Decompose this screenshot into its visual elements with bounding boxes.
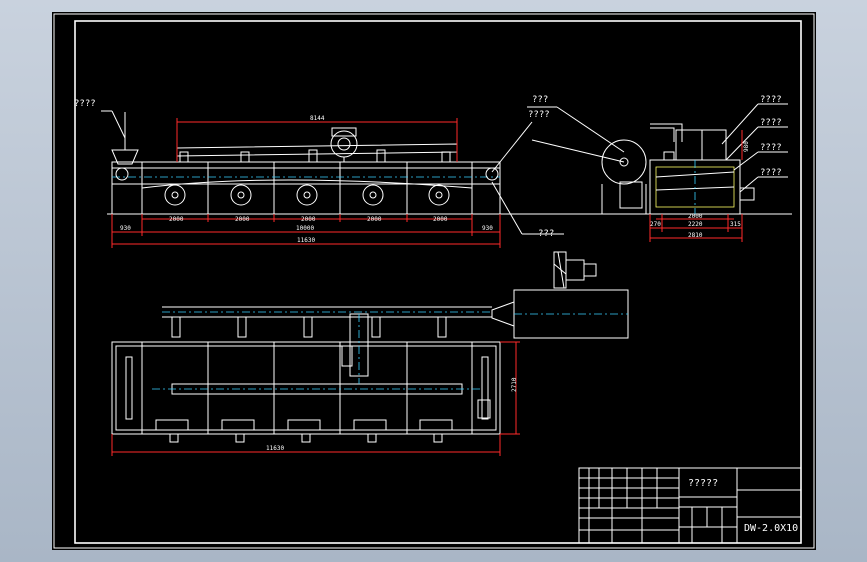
cad-viewport[interactable]: 8144 2000 2000 2000 2000 2000 930 930 10… <box>52 12 816 550</box>
label-feed: ???? <box>74 99 96 109</box>
dim-plan-height: 2710 <box>511 377 518 392</box>
dim-side-right: 315 <box>730 221 741 228</box>
dim-overall-bottom: 11630 <box>266 445 284 452</box>
label-chain: ???? <box>528 110 550 120</box>
dim-side-overall: 2810 <box>688 232 703 239</box>
dim-center: 10000 <box>296 225 314 232</box>
dim-seg-4: 2000 <box>367 216 382 223</box>
dim-front-segments: 2000 2000 2000 2000 2000 930 930 10000 1… <box>111 214 501 248</box>
dim-seg-3: 2000 <box>301 216 316 223</box>
outer-border <box>53 13 815 549</box>
label-heater: ???? <box>760 168 782 178</box>
dim-side-inner: 2000 <box>688 213 703 220</box>
drive-pulley <box>491 106 647 214</box>
dim-left-end: 930 <box>120 225 131 232</box>
side-view <box>649 103 788 215</box>
dim-plan: 2710 11630 <box>111 341 520 456</box>
title-name: ????? <box>688 478 718 489</box>
dim-overall-top: 11630 <box>297 237 315 244</box>
dim-right-end: 930 <box>482 225 493 232</box>
dim-seg-1: 2000 <box>169 216 184 223</box>
dim-top-span: 8144 <box>176 115 458 162</box>
label-fan: ???? <box>760 95 782 105</box>
dim-side-height: 980 <box>743 141 750 152</box>
title-block: ????? DW-2.0X10 <box>578 467 802 544</box>
label-pulley: ??? <box>532 95 548 105</box>
dim-side-left: 270 <box>650 221 661 228</box>
plan-view <box>111 251 629 443</box>
label-duct: ???? <box>760 118 782 128</box>
inner-border <box>74 20 802 544</box>
drawing-sheet: 8144 2000 2000 2000 2000 2000 930 930 10… <box>53 13 815 549</box>
front-elevation <box>101 110 792 215</box>
dim-seg-5: 2000 <box>433 216 448 223</box>
dim-seg-2: 2000 <box>235 216 250 223</box>
drawing-number: DW-2.0X10 <box>744 523 798 534</box>
dim-side: 980 2000 270 2220 315 2810 <box>649 130 750 242</box>
label-hood: ???? <box>760 143 782 153</box>
dim-text: 8144 <box>310 115 325 122</box>
dim-side-mid: 2220 <box>688 221 703 228</box>
